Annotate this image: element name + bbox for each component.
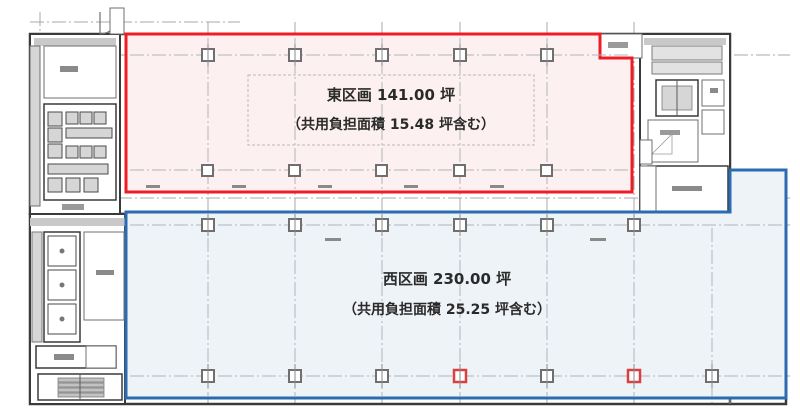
column-marker — [375, 44, 389, 66]
west-zone-label: 西区画 230.00 坪 （共用負担面積 25.25 坪含む） — [343, 270, 551, 318]
stair-lower-left — [37, 373, 123, 401]
fixture-east-1 — [146, 185, 160, 188]
notch-block-top-right — [599, 33, 643, 59]
elevator-car-1-mark — [59, 248, 65, 254]
stair-treads — [57, 377, 105, 398]
shaft-left-strip — [29, 45, 41, 207]
entry-door-swing-top — [99, 7, 125, 35]
elevator-car-3-mark — [59, 316, 65, 322]
core-upper-left-door — [62, 204, 84, 210]
room-east-small-1-fixture — [710, 88, 718, 93]
fixture-east-4 — [404, 185, 418, 188]
column-marker — [453, 214, 467, 236]
room-upper-lobby-fixture — [60, 66, 78, 72]
stall-5 — [79, 111, 93, 125]
room-east-lower-fixture — [672, 186, 702, 191]
stall-4 — [65, 111, 79, 125]
east-zone-label-line1: 東区画 141.00 坪 — [327, 86, 455, 104]
column-marker — [540, 364, 554, 388]
stall-3 — [47, 143, 63, 159]
room-east-small-2 — [701, 109, 725, 135]
column-marker — [201, 164, 214, 177]
column-marker — [201, 44, 215, 66]
column-marker — [288, 364, 302, 388]
washbasin-run — [65, 127, 113, 139]
west-zone-label-line2: （共用負担面積 25.25 坪含む） — [343, 301, 551, 318]
column-marker — [453, 164, 466, 177]
elevator-hall-fixture — [96, 270, 114, 275]
core-east-band — [644, 38, 726, 45]
tread-2 — [57, 382, 105, 388]
column-marker — [201, 214, 215, 236]
tread-4 — [57, 392, 105, 398]
column-marker — [453, 44, 467, 66]
fixture-east-2 — [232, 185, 246, 188]
column-marker — [375, 214, 389, 236]
stair-east — [655, 79, 699, 117]
room-east-lower-annex — [639, 165, 657, 215]
fixture-west-2 — [590, 238, 606, 241]
stall-7 — [65, 145, 79, 159]
core-lower-left — [29, 213, 126, 405]
east-zone-label: 東区画 141.00 坪 （共用負担面積 15.48 坪含む） — [247, 74, 535, 146]
corridor-east-ramp — [651, 133, 673, 155]
column-marker — [375, 164, 388, 177]
room-eps-fixture — [54, 354, 74, 360]
fixture-east-5 — [490, 185, 504, 188]
counter-run — [47, 163, 109, 175]
core-upper-left — [29, 33, 121, 215]
duct-strip-2 — [651, 61, 723, 75]
core-upper-left-band — [34, 38, 116, 46]
column-marker — [375, 364, 389, 388]
elevator-hall — [83, 231, 125, 321]
stall-8 — [79, 145, 93, 159]
stall-2 — [47, 127, 63, 143]
east-zone-outline[interactable] — [124, 32, 634, 194]
column-markers — [201, 44, 719, 388]
tread-1 — [57, 377, 105, 383]
column-marker-accent — [626, 364, 642, 388]
room-eps-lower-2 — [85, 345, 117, 369]
column-marker — [540, 164, 553, 177]
stall-6 — [93, 111, 107, 125]
elevator-shaft-strip — [31, 231, 43, 343]
corridor-east — [647, 119, 699, 163]
west-zone-label-line1: 西区画 230.00 坪 — [383, 270, 511, 288]
stall-10 — [47, 177, 63, 193]
elevator-car-2-mark — [59, 282, 65, 288]
zone-floor-fixtures — [146, 185, 606, 241]
column-marker — [627, 214, 641, 236]
stall-1 — [47, 111, 63, 127]
notch-block-fixture — [608, 42, 628, 48]
elevator-cars — [47, 235, 77, 335]
column-marker — [201, 364, 215, 388]
room-upper-lobby — [43, 45, 117, 99]
column-marker-accent — [452, 364, 468, 388]
stall-9 — [93, 145, 107, 159]
tread-3 — [57, 387, 105, 393]
column-marker — [288, 164, 301, 177]
east-zone-label-box — [247, 74, 535, 146]
column-marker — [288, 44, 302, 66]
column-marker — [288, 214, 302, 236]
door-frame — [109, 7, 125, 35]
shaft-east-small — [639, 139, 653, 165]
duct-strip-1 — [651, 45, 723, 61]
east-zone-label-line2: （共用負担面積 15.48 坪含む） — [287, 116, 495, 133]
toilet-stalls-upper — [47, 111, 113, 193]
stall-12 — [83, 177, 99, 193]
column-marker — [540, 44, 554, 66]
column-marker — [540, 214, 554, 236]
fixture-west-1 — [325, 238, 341, 241]
east-zone-region[interactable] — [124, 32, 634, 194]
column-marker — [705, 364, 719, 388]
fixture-east-3 — [318, 185, 332, 188]
corridor-east-fixture — [660, 130, 680, 135]
core-lower-band — [30, 218, 125, 226]
stall-11 — [65, 177, 81, 193]
core-east — [639, 33, 731, 215]
